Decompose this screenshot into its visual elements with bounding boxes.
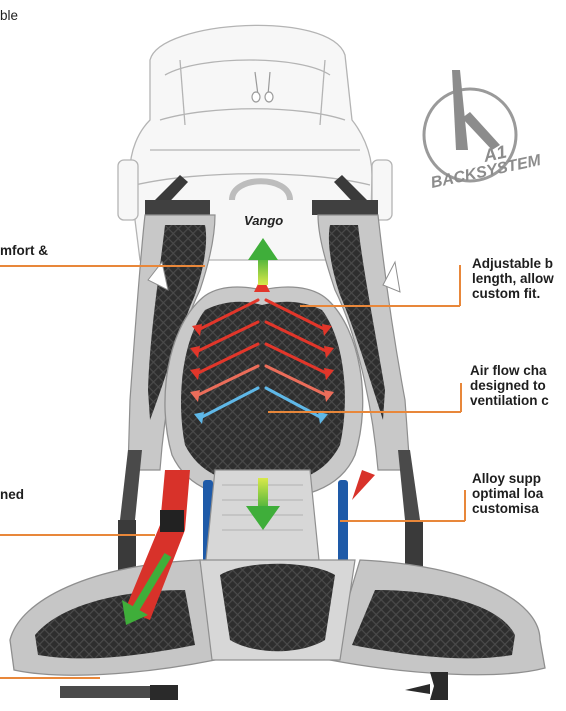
callout-top-left-fragment: ble xyxy=(0,8,18,23)
callout-padded: ned xyxy=(0,487,24,502)
leader-line-alloy-v xyxy=(464,490,466,521)
leader-line-padded xyxy=(0,534,155,536)
callout-adjustable: Adjustable b length, allow custom fit. xyxy=(472,256,554,301)
callout-comfort: mfort & xyxy=(0,243,48,258)
leader-line-airflow-h xyxy=(268,411,461,413)
leader-line-hipbelt xyxy=(0,677,100,679)
leader-line-adjustable-h xyxy=(300,305,460,307)
callout-alloy: Alloy supp optimal loa customisa xyxy=(472,471,543,516)
leader-line-airflow-v xyxy=(460,383,462,412)
a1-backsystem-badge: A1 BACKSYSTEM xyxy=(424,70,543,192)
leader-line-comfort xyxy=(0,265,205,267)
hip-belt xyxy=(10,560,545,675)
hip-belt-buckles xyxy=(60,672,448,700)
leader-line-alloy-h xyxy=(340,520,465,522)
callout-airflow: Air flow cha designed to ventilation c xyxy=(470,363,549,408)
leader-line-adjustable-v xyxy=(459,265,461,306)
brand-logo: Vango xyxy=(244,213,283,228)
